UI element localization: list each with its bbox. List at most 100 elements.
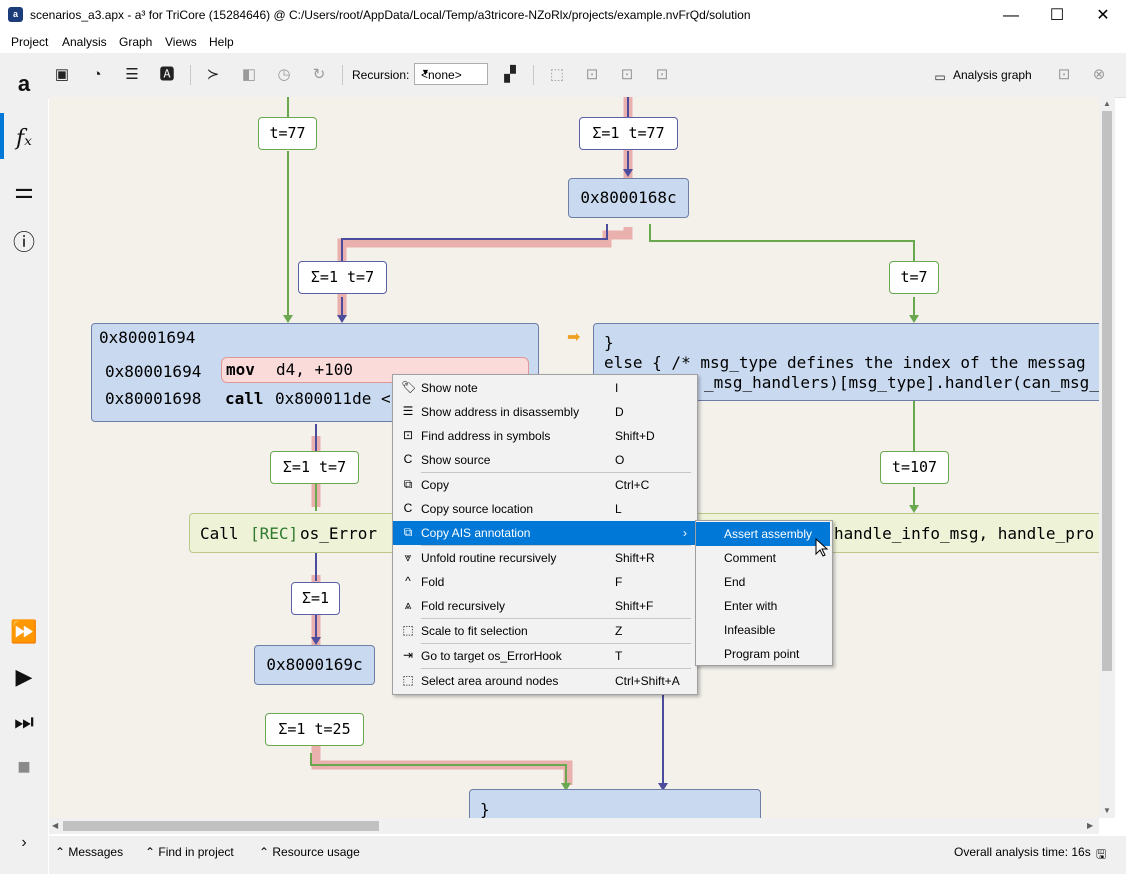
status-bar: ⌃ Messages ⌃ Find in project ⌃ Resource … <box>49 836 1126 874</box>
frame-select-icon[interactable]: ⊡ <box>620 66 634 83</box>
chevron-up-icon: ⌃ <box>55 845 69 859</box>
basic-block-node[interactable]: 0x80001694 0x80001694 mov d4, +100 0x800… <box>91 323 539 422</box>
call-prefix: Call <box>200 524 239 543</box>
step-into-icon[interactable]: ≻ <box>206 66 220 83</box>
stop-icon[interactable]: ■ <box>17 754 31 779</box>
close-button[interactable]: ✕ <box>1096 7 1110 24</box>
menu-views[interactable]: Views <box>165 35 197 49</box>
save-icon[interactable]: 🖫 <box>1096 847 1107 861</box>
menu-graph[interactable]: Graph <box>119 35 153 49</box>
recursion-value: <none> <box>421 68 462 82</box>
edge-label[interactable]: Σ=1 t=7 <box>298 261 387 294</box>
edge-label[interactable]: t=107 <box>880 451 949 484</box>
menu-help[interactable]: Help <box>209 35 234 49</box>
chevron-right-icon[interactable]: › <box>21 834 27 851</box>
submenu-item-assert-assembly[interactable]: Assert assembly <box>696 522 830 546</box>
frame-fit-icon[interactable]: ⊡ <box>585 66 599 83</box>
menu-project[interactable]: Project <box>11 35 49 49</box>
text-frame-icon[interactable]: 🅰 <box>159 66 175 83</box>
graph-node[interactable]: } <box>469 789 761 818</box>
resource-usage-toggle[interactable]: ⌃ Resource usage <box>259 845 360 859</box>
pie-chart-icon[interactable]: ◔ <box>92 66 102 83</box>
a3-logo-icon[interactable]: a <box>17 71 31 96</box>
presentation-icon[interactable]: ▣ <box>54 66 70 83</box>
horizontal-scrollbar[interactable]: ◀ ▶ <box>49 818 1099 834</box>
frame-icon[interactable]: ⬚ <box>549 66 565 83</box>
analysis-graph-title: Analysis graph <box>953 68 1032 82</box>
float-panel-icon[interactable]: ⊡ <box>1057 66 1071 83</box>
menu-item-copy-ais-annotation[interactable]: ⧉Copy AIS annotation› <box>393 521 695 545</box>
edge-label[interactable]: Σ=1 <box>291 582 340 615</box>
call-rec-tag: [REC] <box>250 524 299 543</box>
disassembly-icon: ☰ <box>402 404 414 418</box>
edge-label[interactable]: Σ=1 t=77 <box>579 117 678 150</box>
fast-forward-icon[interactable]: ⏩ <box>10 619 38 644</box>
submenu-item-enter-with[interactable]: Enter with <box>724 599 778 613</box>
scroll-down-icon[interactable]: ▼ <box>1103 806 1111 815</box>
toolbar-separator <box>190 65 191 85</box>
current-position-icon: ➡ <box>567 329 581 346</box>
instruction-address: 0x80001694 <box>105 362 202 381</box>
step-icon[interactable]: ⏭ <box>14 709 34 734</box>
frame-zoom-icon[interactable]: ⊡ <box>655 66 669 83</box>
submenu-item-comment[interactable]: Comment <box>724 551 777 565</box>
play-icon[interactable]: ▶ <box>15 664 33 689</box>
edge-label[interactable]: Σ=1 t=7 <box>270 451 359 484</box>
text-list-icon[interactable]: ☰ <box>125 66 139 83</box>
fold-recursive-icon: ⩓ <box>404 598 412 612</box>
menu-separator <box>421 668 691 669</box>
edge-label[interactable]: t=7 <box>889 261 939 294</box>
edge-right <box>649 224 915 321</box>
vertical-scrollbar[interactable]: ▲ ▼ <box>1099 97 1115 818</box>
submenu-item-program-point[interactable]: Program point <box>724 647 800 661</box>
scroll-thumb[interactable] <box>63 821 379 831</box>
scroll-up-icon[interactable]: ▲ <box>1103 99 1111 108</box>
scroll-thumb[interactable] <box>1102 111 1112 671</box>
app-logo-icon: a <box>8 7 23 22</box>
menu-analysis[interactable]: Analysis <box>62 35 107 49</box>
minimize-button[interactable]: — <box>1003 7 1019 24</box>
scroll-left-icon[interactable]: ◀ <box>52 821 59 830</box>
submenu-item-end[interactable]: End <box>724 575 746 589</box>
menu-separator <box>421 472 691 473</box>
close-panel-icon[interactable]: ⊗ <box>1092 66 1106 83</box>
edge-label[interactable]: t=77 <box>258 117 317 150</box>
maximize-button[interactable]: ☐ <box>1049 7 1065 24</box>
graph-node[interactable]: 0x8000168c <box>568 178 689 218</box>
refresh-icon[interactable]: ↻ <box>312 66 326 83</box>
function-icon[interactable]: fₓ <box>16 126 32 151</box>
scroll-right-icon[interactable]: ▶ <box>1087 821 1094 830</box>
submenu-item-infeasible[interactable]: Infeasible <box>724 623 776 637</box>
messages-toggle[interactable]: ⌃ Messages <box>55 845 123 859</box>
hierarchy-icon[interactable]: ▞ <box>504 66 516 83</box>
sliders-icon[interactable]: ⚌ <box>14 178 34 203</box>
menu-separator <box>421 618 691 619</box>
toolbar-separator <box>342 65 343 85</box>
instruction-mnemonic: call <box>225 389 264 408</box>
block-address: 0x80001694 <box>99 328 196 347</box>
edge-label[interactable]: Σ=1 t=25 <box>265 713 364 746</box>
info-icon[interactable]: ⓘ <box>12 230 35 255</box>
source-line: _msg_handlers)[msg_type].handler(can_msg… <box>704 373 1099 392</box>
recursion-select[interactable]: <none> ▼ <box>414 63 488 85</box>
copy-source-icon: C <box>403 501 413 515</box>
clock-icon[interactable]: ◷ <box>277 66 291 83</box>
resource-usage-label: Resource usage <box>272 845 360 859</box>
copy-ais-icon: ⧉ <box>403 525 413 539</box>
find-in-project-toggle[interactable]: ⌃ Find in project <box>145 845 234 859</box>
graph-node[interactable]: 0x8000169c <box>254 645 375 685</box>
panel-icon[interactable]: ◧ <box>241 66 257 83</box>
messages-label: Messages <box>68 845 124 859</box>
